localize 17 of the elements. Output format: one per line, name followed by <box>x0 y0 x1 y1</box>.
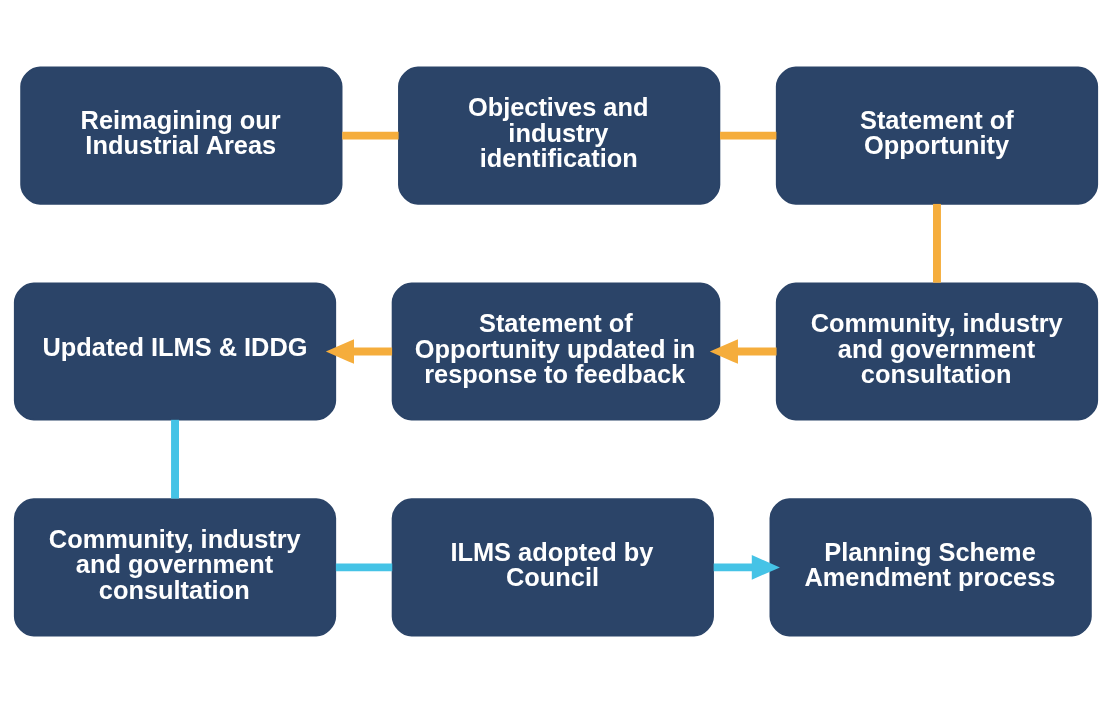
node-box: Statement of Opportunity updated in response to feedback <box>391 281 721 421</box>
connector <box>171 419 179 499</box>
node-box: Objectives and industry identification <box>398 66 721 205</box>
node-box: Reimagining our Industrial Areas <box>20 66 343 205</box>
connector <box>933 203 941 283</box>
node-box: ILMS adopted by Council <box>391 497 714 636</box>
arrow <box>713 554 780 580</box>
connector <box>335 562 393 571</box>
node-box: Statement of Opportunity <box>775 66 1099 205</box>
node-box: Community, industry and government consultation <box>13 497 337 636</box>
node-box: Community, industry and government consultation <box>775 281 1099 421</box>
connector <box>342 131 399 140</box>
node-box: Updated ILMS & IDDG <box>13 281 337 421</box>
arrow <box>709 338 777 364</box>
arrow <box>325 338 393 364</box>
connector <box>720 131 777 140</box>
node-box: Planning Scheme Amendment process <box>769 497 1092 636</box>
